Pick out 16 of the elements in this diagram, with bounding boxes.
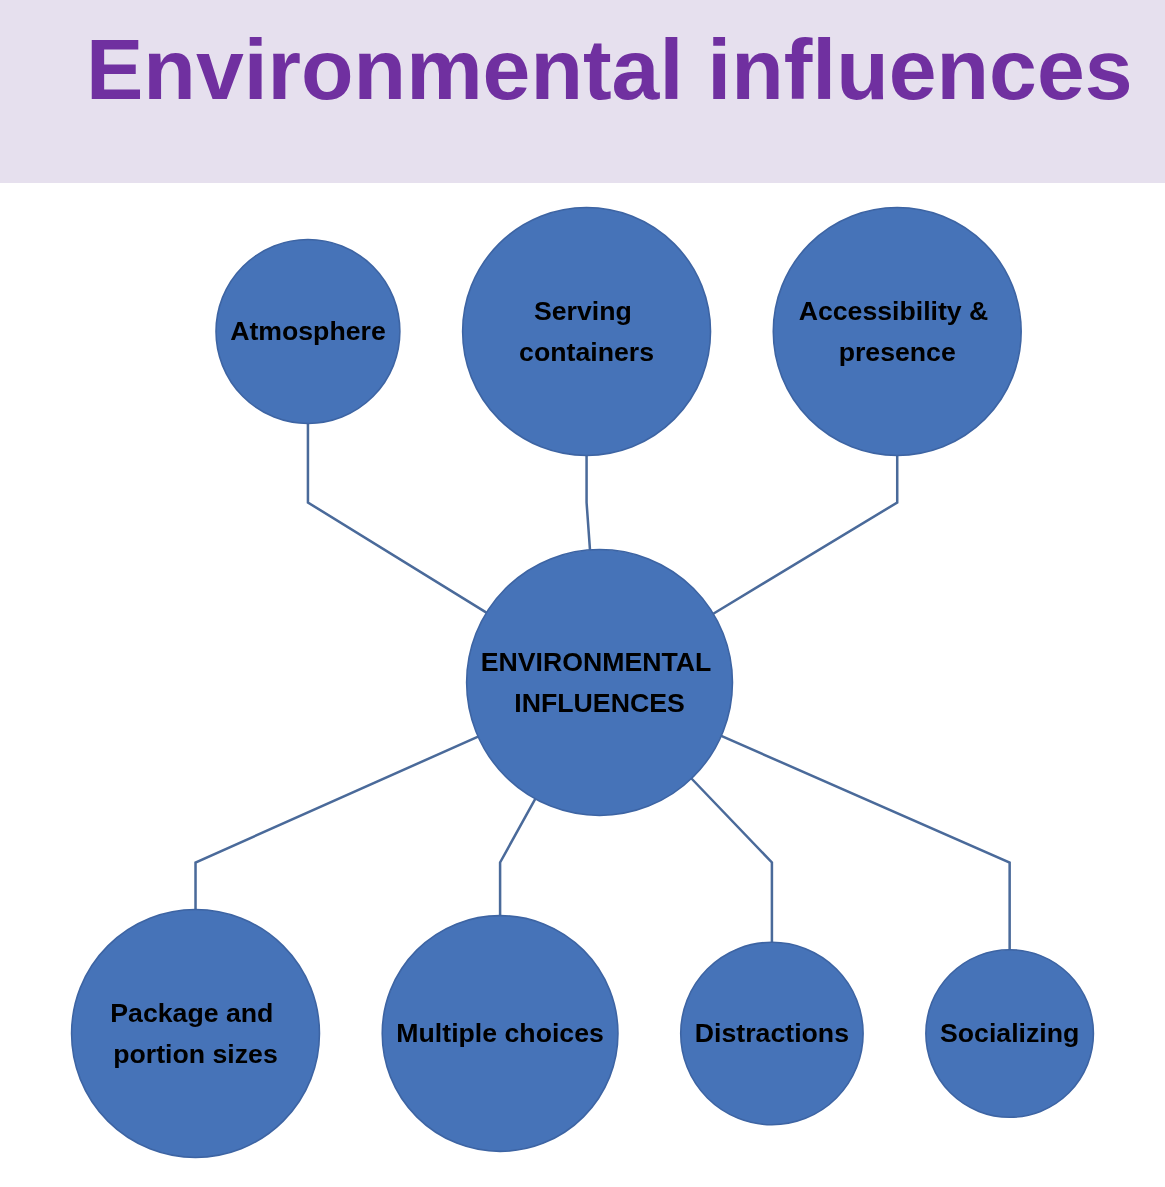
title: Environmental influences	[86, 22, 1133, 117]
connector	[306, 423, 488, 614]
node-circle: Distractions	[679, 941, 864, 1126]
node-circle: Socializing	[925, 948, 1095, 1119]
connector	[194, 735, 479, 910]
node-circle: Package and portion sizes	[70, 908, 321, 1159]
connector	[720, 734, 1011, 950]
node-circle: Atmosphere	[215, 238, 401, 425]
connector	[690, 777, 774, 943]
node-circle: Multiple choices	[381, 914, 619, 1153]
node-circle: ENVIRONMENTAL INFLUENCES	[465, 548, 734, 817]
node-circle: Accessibility & presence	[772, 206, 1022, 457]
node-circle: Serving containers	[461, 206, 712, 457]
connector	[498, 798, 537, 916]
connector	[585, 455, 592, 550]
connector	[712, 455, 899, 615]
